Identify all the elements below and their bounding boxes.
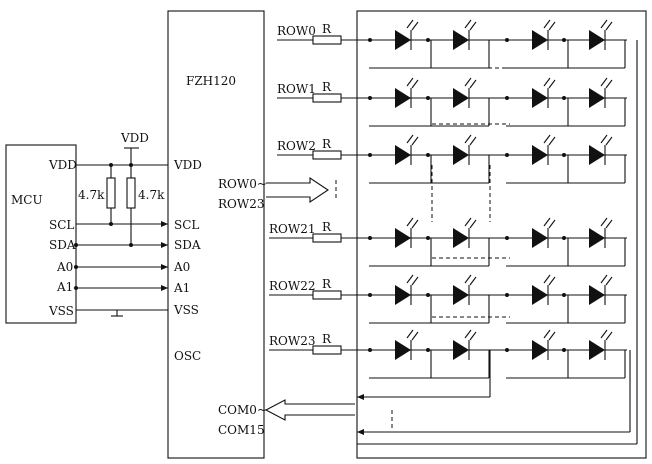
led-diode [369,77,432,127]
row-resistor-label: R [322,332,332,346]
row-label: ROW2 [277,139,316,153]
led-diode [369,274,432,324]
led-diode [563,134,626,184]
led-diode [427,134,490,184]
led-diode [563,274,626,324]
led-diode [427,329,490,379]
mcu-block: MCU VDD SCL SDA A0 A1 VSS [5,144,77,324]
row-resistor-label: R [322,277,332,291]
chip-pin-a0: A0 [173,260,190,274]
matrix-row: ROW22 R [269,274,627,324]
bus-wires [74,163,168,317]
matrix-row: ROW0 R [277,19,627,69]
led-diode [563,217,626,267]
matrix-row: ROW23 R [269,329,627,379]
pullup-supply-label: VDD [120,131,149,145]
com-bus-arrow [264,399,393,430]
row-resistor-label: R [322,80,332,94]
row-resistor-label: R [322,137,332,151]
row-label: ROW22 [269,279,315,293]
mcu-pin-a1: A1 [56,280,73,294]
led-diode [506,217,569,267]
row-resistor [312,233,342,243]
com-return-lines [357,40,638,445]
matrix-frame [356,10,647,459]
chip-pin-vdd: VDD [173,158,202,172]
chip-pin-a1: A1 [173,281,190,295]
led-diode [369,329,432,379]
row-label: ROW0 [277,24,316,38]
chip-pin-sda: SDA [174,238,201,252]
row-label: ROW21 [269,222,315,236]
row-bus-arrow [266,176,337,204]
led-diode [563,329,626,379]
led-diode [427,19,490,69]
row-resistor-label: R [322,220,332,234]
led-diode [563,77,626,127]
chip-com-bus-label-2: COM15 [218,423,265,437]
pullup-resistor-2-value: 4.7k [138,188,165,202]
mcu-pin-scl: SCL [49,218,74,232]
row-resistor [312,345,342,355]
row-resistor [312,150,342,160]
led-diode [427,77,490,127]
mcu-pin-a0: A0 [56,260,73,274]
led-diode [506,19,569,69]
pullup-resistor-1-value: 4.7k [78,188,105,202]
led-diode [427,217,490,267]
chip-pin-vss: VSS [173,303,199,317]
row-resistor [312,35,342,45]
pullup-resistor-sda [126,177,136,209]
mcu-title: MCU [11,193,43,207]
chip-pin-osc: OSC [174,349,201,363]
pullup-resistors: VDD 4.7k 4.7k [78,131,165,245]
chip-pin-scl: SCL [174,218,199,232]
matrix-row: ROW21 R [269,217,627,267]
chip-row-bus-label-2: ROW23 [218,197,264,211]
mcu-pin-sda: SDA [49,238,76,252]
pullup-resistor-scl [106,177,116,209]
row-resistor-label: R [322,22,332,36]
matrix-row: ROW2 R [277,134,627,184]
led-diode [506,329,569,379]
mcu-pin-vdd: VDD [48,158,77,172]
matrix-row: ROW1 R [277,77,627,127]
led-diode [563,19,626,69]
led-diode [506,274,569,324]
led-diode [369,217,432,267]
led-diode [369,134,432,184]
row-label: ROW23 [269,334,315,348]
led-diode [506,134,569,184]
row-label: ROW1 [277,82,316,96]
mcu-pin-vss: VSS [48,304,74,318]
fzh120-chip: FZH120 VDD SCL SDA A0 A1 VSS OSC ROW0~ R… [167,10,267,459]
chip-com-bus-label-1: COM0~ [218,403,267,417]
led-diode [506,77,569,127]
chip-row-bus-label-1: ROW0~ [218,177,267,191]
row-resistor [312,93,342,103]
chip-title: FZH120 [186,74,236,88]
row-resistor [312,290,342,300]
led-diode [369,19,432,69]
led-diode [427,274,490,324]
